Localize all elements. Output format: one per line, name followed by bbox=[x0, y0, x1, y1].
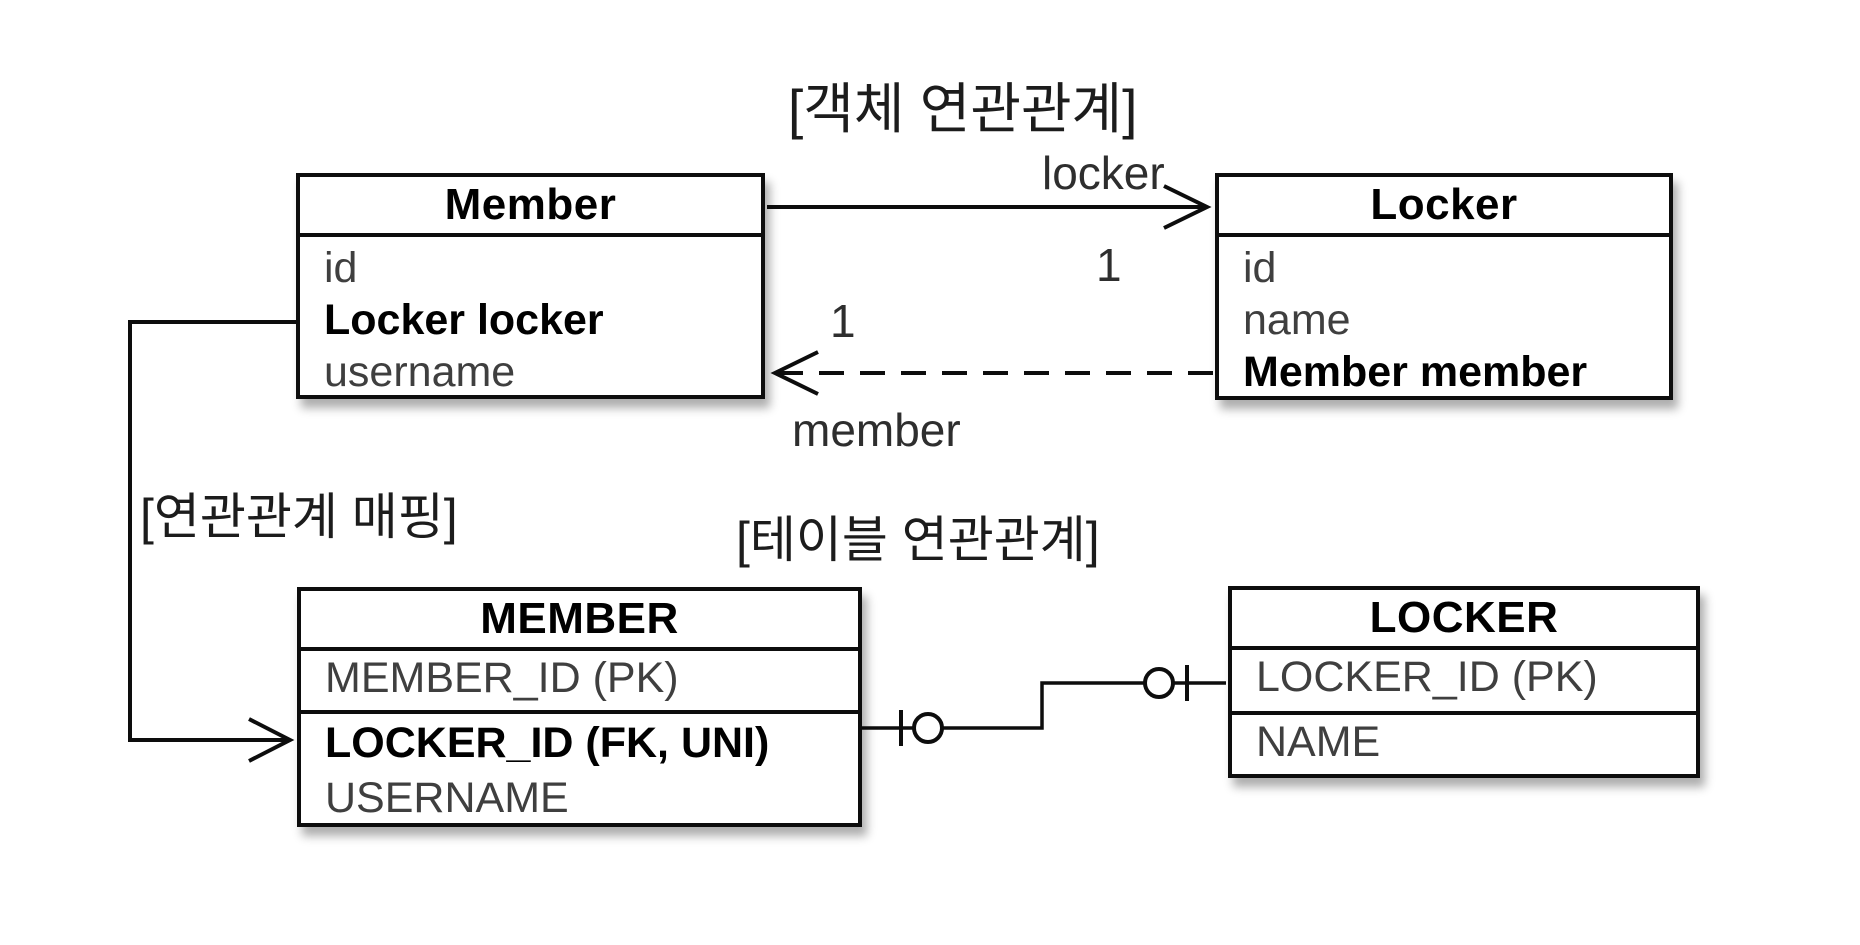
column-locker-id: LOCKER_ID (FK, UNI) bbox=[325, 719, 770, 767]
member-table-columns: LOCKER_ID (FK, UNI) USERNAME bbox=[301, 714, 858, 827]
member-multiplicity: 1 bbox=[830, 295, 856, 347]
locker-table-box: LOCKER LOCKER_ID (PK) NAME bbox=[1228, 586, 1700, 778]
field-locker: Locker locker bbox=[324, 296, 604, 344]
member-table-pk-compartment: MEMBER_ID (PK) bbox=[301, 651, 858, 714]
member-class-box: Member id Locker locker username bbox=[296, 173, 765, 399]
zero-circle-left bbox=[912, 712, 944, 744]
member-role-label: member bbox=[792, 404, 961, 456]
field-id: id bbox=[324, 244, 358, 292]
column-username: USERNAME bbox=[325, 774, 569, 822]
locker-role-label: locker bbox=[1042, 147, 1165, 199]
association-mapping-label: [연관관계 매핑] bbox=[140, 489, 458, 545]
locker-class-name: Locker bbox=[1219, 177, 1669, 237]
locker-table-columns: NAME bbox=[1232, 715, 1696, 778]
column-member-id: MEMBER_ID (PK) bbox=[325, 654, 679, 702]
member-table-box: MEMBER MEMBER_ID (PK) LOCKER_ID (FK, UNI… bbox=[297, 587, 862, 827]
object-association-title: [객체 연관관계] bbox=[788, 78, 1138, 140]
member-table-name: MEMBER bbox=[301, 591, 858, 651]
column-locker-id: LOCKER_ID (PK) bbox=[1256, 653, 1598, 701]
column-name: NAME bbox=[1256, 718, 1381, 766]
field-name: name bbox=[1243, 296, 1351, 344]
table-association-title: [테이블 연관관계] bbox=[736, 512, 1100, 568]
field-member: Member member bbox=[1243, 348, 1588, 395]
locker-association-arrow bbox=[767, 184, 1212, 230]
field-username: username bbox=[324, 348, 516, 395]
locker-table-pk-compartment: LOCKER_ID (PK) bbox=[1232, 650, 1696, 715]
locker-table-name: LOCKER bbox=[1232, 590, 1696, 650]
zero-circle-right bbox=[1143, 667, 1175, 699]
locker-class-fields: id name Member member bbox=[1219, 237, 1669, 395]
locker-multiplicity: 1 bbox=[1096, 239, 1122, 291]
table-relationship-connector bbox=[862, 665, 1226, 746]
member-class-fields: id Locker locker username bbox=[300, 237, 761, 395]
member-class-name: Member bbox=[300, 177, 761, 237]
mapping-connector-arrow bbox=[128, 320, 296, 763]
member-association-arrow bbox=[770, 350, 1213, 396]
locker-class-box: Locker id name Member member bbox=[1215, 173, 1673, 400]
field-id: id bbox=[1243, 244, 1277, 292]
